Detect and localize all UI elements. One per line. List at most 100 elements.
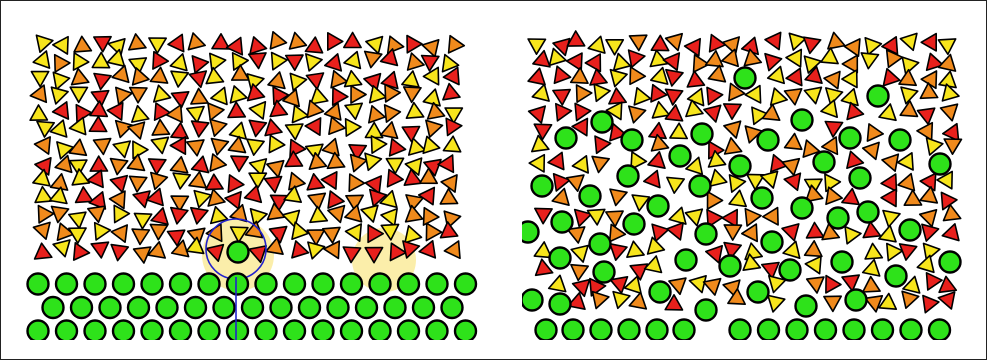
triangle-particle <box>688 89 704 106</box>
triangle-particle <box>33 51 49 68</box>
triangle-particle <box>324 241 339 258</box>
green-sphere <box>427 321 448 342</box>
green-sphere <box>563 320 584 341</box>
triangle-particle <box>785 134 802 150</box>
triangle-particle <box>944 139 961 154</box>
triangle-particle <box>188 33 205 50</box>
green-sphere <box>284 274 305 295</box>
triangle-particle <box>345 71 362 87</box>
triangle-particle <box>381 122 398 138</box>
triangle-particle <box>365 51 382 67</box>
triangle-particle <box>842 70 857 87</box>
triangle-particle <box>807 223 824 238</box>
green-sphere <box>832 252 853 273</box>
triangle-particle <box>807 277 824 293</box>
triangle-particle <box>724 104 741 119</box>
triangle-particle <box>171 157 188 173</box>
triangle-particle <box>112 66 129 83</box>
triangle-particle <box>805 256 821 273</box>
triangle-particle <box>708 66 725 82</box>
triangle-particle <box>208 103 224 120</box>
triangle-particle <box>592 156 609 172</box>
green-sphere <box>840 128 861 149</box>
triangle-particle <box>87 170 103 187</box>
triangle-particle <box>666 89 683 105</box>
green-sphere <box>552 212 573 233</box>
triangle-particle <box>785 89 802 105</box>
triangle-particle <box>152 120 169 136</box>
triangle-particle <box>366 37 383 54</box>
triangle-particle <box>443 84 460 100</box>
triangle-particle <box>406 103 423 119</box>
triangle-particle <box>865 38 881 55</box>
triangle-particle <box>651 85 667 102</box>
triangle-particle <box>789 33 806 50</box>
triangle-particle <box>284 186 301 202</box>
triangle-particle <box>365 153 381 170</box>
triangle-particle <box>231 156 248 171</box>
triangle-particle <box>307 174 324 190</box>
triangle-particle <box>225 192 241 209</box>
green-sphere <box>214 297 235 318</box>
triangle-particle <box>422 40 439 57</box>
green-sphere <box>780 260 801 281</box>
triangle-particle <box>111 159 128 175</box>
triangle-particle <box>765 32 781 49</box>
green-sphere <box>341 274 362 295</box>
green-sphere <box>730 156 751 177</box>
triangle-particle <box>863 277 880 292</box>
triangle-particle <box>249 102 265 119</box>
green-sphere <box>868 86 889 107</box>
triangle-particle <box>900 101 917 117</box>
triangle-particle <box>52 206 69 222</box>
triangle-particle <box>548 152 564 169</box>
triangle-particle <box>346 119 361 136</box>
green-sphere <box>591 320 612 341</box>
green-sphere <box>858 202 879 223</box>
green-sphere <box>113 274 134 295</box>
triangle-particle <box>898 153 914 170</box>
green-sphere <box>442 297 463 318</box>
triangle-particle <box>286 124 303 140</box>
green-sphere <box>929 320 950 341</box>
triangle-particle <box>710 170 727 187</box>
triangle-particle <box>670 123 687 138</box>
green-sphere <box>256 321 277 342</box>
triangle-particle <box>285 151 302 166</box>
green-sphere <box>28 274 49 295</box>
triangle-particle <box>346 224 362 241</box>
triangle-particle <box>629 106 646 123</box>
green-sphere <box>228 242 249 263</box>
triangle-particle <box>768 295 785 312</box>
triangle-particle <box>369 106 385 123</box>
triangle-particle <box>228 102 245 117</box>
green-sphere <box>85 321 106 342</box>
triangle-particle <box>329 117 345 134</box>
triangle-particle <box>349 174 364 191</box>
green-sphere <box>157 297 178 318</box>
triangle-particle <box>37 122 54 138</box>
triangle-particle <box>211 139 228 155</box>
triangle-particle <box>883 69 900 86</box>
triangle-particle <box>208 189 225 206</box>
green-sphere <box>650 282 671 303</box>
triangle-particle <box>704 279 721 295</box>
triangle-particle <box>245 186 262 203</box>
triangle-particle <box>151 137 168 153</box>
triangle-particle <box>308 242 325 259</box>
triangle-particle <box>826 276 841 293</box>
triangle-particle <box>689 276 706 293</box>
triangle-particle <box>419 241 435 258</box>
triangle-particle <box>865 296 882 312</box>
triangle-particle <box>881 174 896 191</box>
triangle-particle <box>863 142 879 159</box>
triangle-particle <box>441 222 458 238</box>
green-sphere <box>385 297 406 318</box>
triangle-particle <box>575 103 591 120</box>
triangle-particle <box>630 67 645 84</box>
triangle-particle <box>325 54 342 71</box>
triangle-particle <box>942 224 959 241</box>
triangle-particle <box>151 208 168 225</box>
triangle-particle <box>289 173 305 190</box>
green-sphere <box>455 321 476 342</box>
